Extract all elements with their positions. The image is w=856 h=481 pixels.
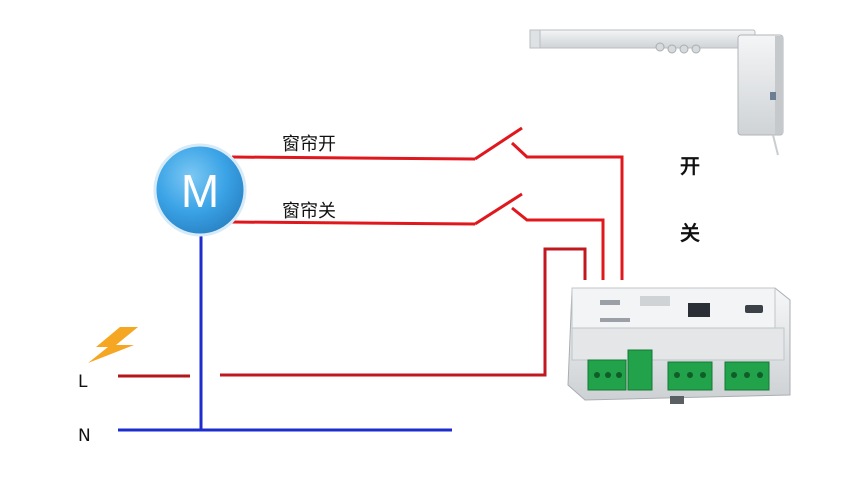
live-label: L xyxy=(78,372,88,392)
open-side-label: 开 xyxy=(680,154,700,178)
open-wire-label: 窗帘开 xyxy=(282,134,336,155)
live-feed-wire xyxy=(220,247,587,377)
lightning-icon xyxy=(88,327,138,363)
close-wire-label: 窗帘关 xyxy=(282,201,336,222)
motor: M xyxy=(153,143,247,237)
relay-controller-icon xyxy=(567,287,791,404)
close-side-label: 关 xyxy=(680,221,700,245)
close-control-wire xyxy=(231,192,605,280)
motor-label: M xyxy=(181,165,219,217)
neutral-label: N xyxy=(78,426,91,446)
open-control-wire xyxy=(231,126,624,280)
curtain-track-icon xyxy=(529,29,784,156)
neutral-line xyxy=(118,225,452,432)
